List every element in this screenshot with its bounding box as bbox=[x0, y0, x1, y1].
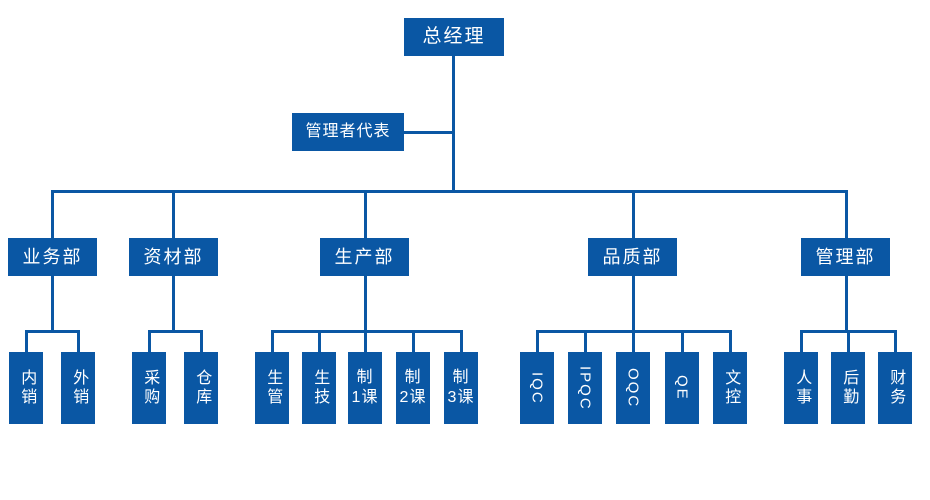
connector-drop-2-2 bbox=[200, 330, 203, 352]
node-unit-oqc[interactable]: OQC bbox=[616, 352, 650, 424]
connector-drop-5-1 bbox=[800, 330, 803, 352]
connector-drop-4-2 bbox=[584, 330, 587, 352]
connector-drop-5-2 bbox=[847, 330, 850, 352]
connector-drop-dept-1 bbox=[51, 190, 54, 238]
connector-subbus-group-2 bbox=[148, 330, 203, 333]
node-unit-production-line-2-line2: 2课 bbox=[399, 389, 427, 406]
node-unit-production-line-1[interactable]: 制 1课 bbox=[348, 352, 382, 424]
connector-subbus-group-3 bbox=[271, 330, 463, 333]
connector-drop-3-5 bbox=[460, 330, 463, 352]
connector-drop-dept-3 bbox=[364, 190, 367, 238]
connector-stem-group-2 bbox=[172, 276, 175, 330]
node-unit-human-resources[interactable]: 人事 bbox=[784, 352, 818, 424]
connector-stem-group-1 bbox=[51, 276, 54, 330]
node-unit-ipqc[interactable]: IPQC bbox=[568, 352, 602, 424]
node-unit-production-line-1-line1: 制 bbox=[356, 369, 374, 386]
node-unit-logistics[interactable]: 后勤 bbox=[831, 352, 865, 424]
connector-drop-3-4 bbox=[412, 330, 415, 352]
node-unit-production-engineering[interactable]: 生技 bbox=[302, 352, 336, 424]
connector-drop-dept-2 bbox=[172, 190, 175, 238]
node-unit-production-line-3[interactable]: 制 3课 bbox=[444, 352, 478, 424]
connector-stem-group-4 bbox=[632, 276, 635, 330]
connector-drop-dept-4 bbox=[632, 190, 635, 238]
node-management-representative[interactable]: 管理者代表 bbox=[292, 113, 404, 151]
connector-drop-2-1 bbox=[148, 330, 151, 352]
connector-drop-1-1 bbox=[25, 330, 28, 352]
node-unit-production-line-2[interactable]: 制 2课 bbox=[396, 352, 430, 424]
connector-drop-3-1 bbox=[271, 330, 274, 352]
node-general-manager[interactable]: 总经理 bbox=[404, 18, 504, 56]
node-department-materials[interactable]: 资材部 bbox=[129, 238, 218, 276]
connector-stem-group-3 bbox=[364, 276, 367, 330]
node-unit-finance[interactable]: 财务 bbox=[878, 352, 912, 424]
node-unit-qe[interactable]: QE bbox=[665, 352, 699, 424]
connector-drop-dept-5 bbox=[845, 190, 848, 238]
node-unit-production-line-3-line2: 3课 bbox=[447, 389, 475, 406]
node-unit-production-line-3-line1: 制 bbox=[452, 369, 470, 386]
node-unit-export-sales[interactable]: 外销 bbox=[61, 352, 95, 424]
node-department-admin[interactable]: 管理部 bbox=[801, 238, 890, 276]
connector-staff-stub bbox=[404, 131, 454, 134]
node-unit-domestic-sales[interactable]: 内销 bbox=[9, 352, 43, 424]
node-unit-iqc[interactable]: IQC bbox=[520, 352, 554, 424]
node-unit-production-control[interactable]: 生管 bbox=[255, 352, 289, 424]
node-unit-production-line-1-line2: 1课 bbox=[351, 389, 379, 406]
connector-drop-4-5 bbox=[729, 330, 732, 352]
connector-drop-4-1 bbox=[536, 330, 539, 352]
node-unit-document-control[interactable]: 文控 bbox=[713, 352, 747, 424]
node-unit-purchasing[interactable]: 采购 bbox=[132, 352, 166, 424]
connector-drop-3-3 bbox=[364, 330, 367, 352]
node-unit-warehouse[interactable]: 仓库 bbox=[184, 352, 218, 424]
connector-drop-3-2 bbox=[318, 330, 321, 352]
connector-subbus-group-1 bbox=[25, 330, 80, 333]
connector-drop-5-3 bbox=[894, 330, 897, 352]
connector-drop-4-3 bbox=[632, 330, 635, 352]
node-department-production[interactable]: 生产部 bbox=[320, 238, 409, 276]
connector-root-trunk bbox=[452, 56, 455, 190]
node-department-business[interactable]: 业务部 bbox=[8, 238, 97, 276]
node-unit-production-line-2-line1: 制 bbox=[404, 369, 422, 386]
connector-stem-group-5 bbox=[845, 276, 848, 330]
connector-department-bus bbox=[51, 190, 848, 193]
connector-drop-4-4 bbox=[681, 330, 684, 352]
node-department-quality[interactable]: 品质部 bbox=[588, 238, 677, 276]
connector-drop-1-2 bbox=[77, 330, 80, 352]
